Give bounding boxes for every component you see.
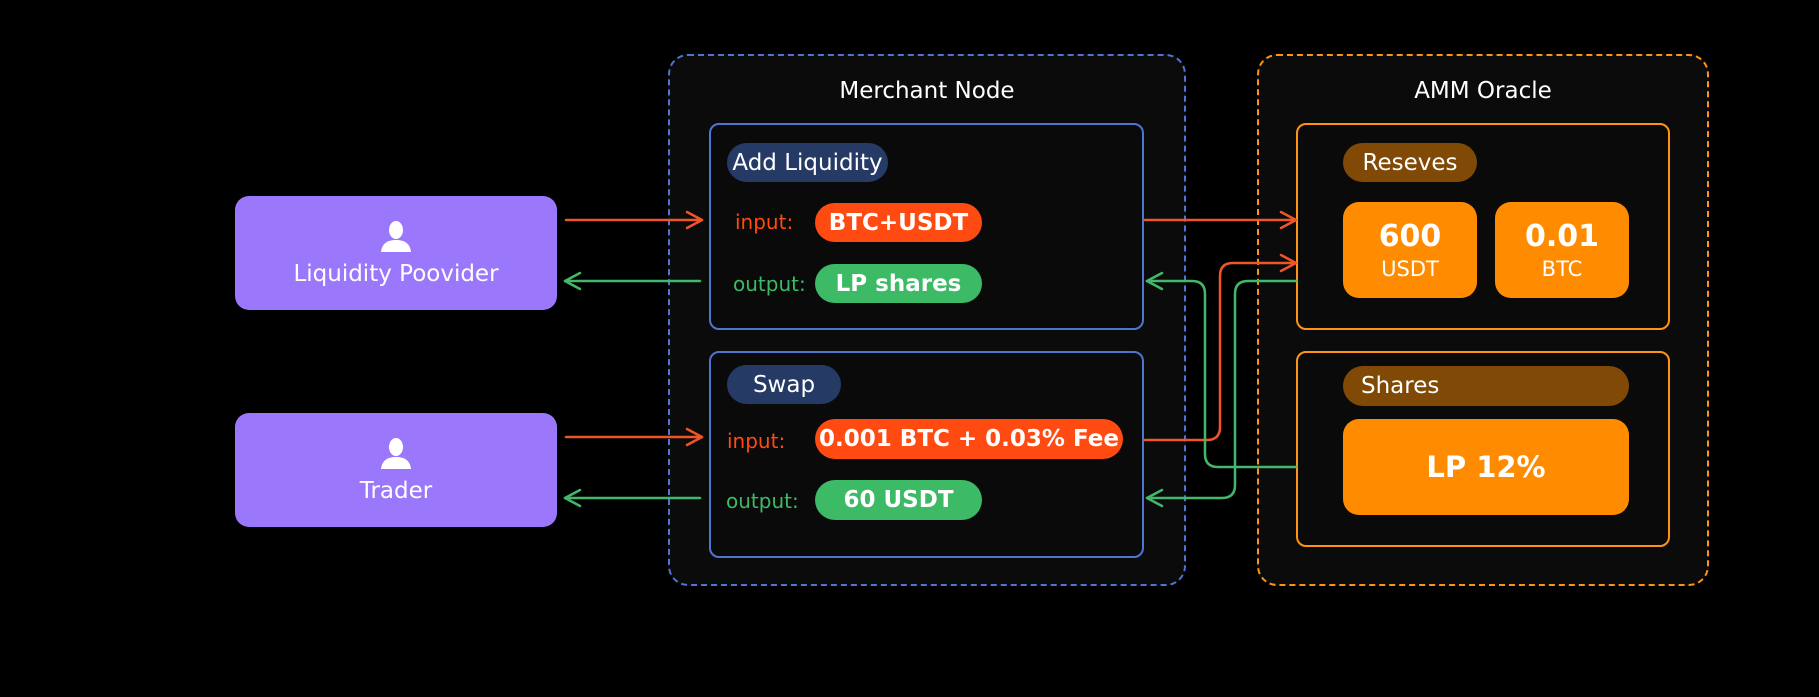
usdt-reserve-card: 600 USDT: [1343, 202, 1477, 298]
merchant-node-title: Merchant Node: [839, 78, 1015, 104]
add-liquidity-tag: Add Liquidity: [727, 143, 888, 182]
liquidity-provider-box: Liquidity Poovider: [235, 196, 557, 310]
btc-reserve-card: 0.01 BTC: [1495, 202, 1629, 298]
usdt-reserve-amount: 600: [1378, 218, 1442, 254]
swap-output-value: 60 USDT: [815, 480, 982, 520]
lp-share-card: LP 12%: [1343, 419, 1629, 515]
swap-output-label: output:: [726, 489, 799, 513]
liquidity-provider-label: Liquidity Poovider: [293, 261, 499, 287]
add-liquidity-output-label: output:: [733, 272, 806, 296]
swap-tag: Swap: [727, 365, 841, 404]
reserves-tag: Reseves: [1343, 143, 1477, 182]
btc-reserve-amount: 0.01: [1524, 218, 1600, 254]
swap-input-label: input:: [727, 429, 786, 453]
add-liquidity-input-label: input:: [735, 210, 794, 234]
add-liquidity-output-value: LP shares: [815, 264, 982, 303]
add-liquidity-input-value: BTC+USDT: [815, 203, 982, 242]
shares-tag-label: Shares: [1361, 373, 1440, 399]
swap-input-value: 0.001 BTC + 0.03% Fee: [815, 419, 1123, 459]
btc-reserve-unit: BTC: [1541, 256, 1583, 281]
trader-label: Trader: [359, 478, 433, 504]
trader-box: Trader: [235, 413, 557, 527]
amm-oracle-title: AMM Oracle: [1414, 78, 1552, 104]
usdt-reserve-unit: USDT: [1381, 256, 1439, 281]
shares-tag: Shares: [1343, 366, 1629, 406]
person-icon: [381, 221, 411, 252]
person-icon: [381, 438, 411, 469]
